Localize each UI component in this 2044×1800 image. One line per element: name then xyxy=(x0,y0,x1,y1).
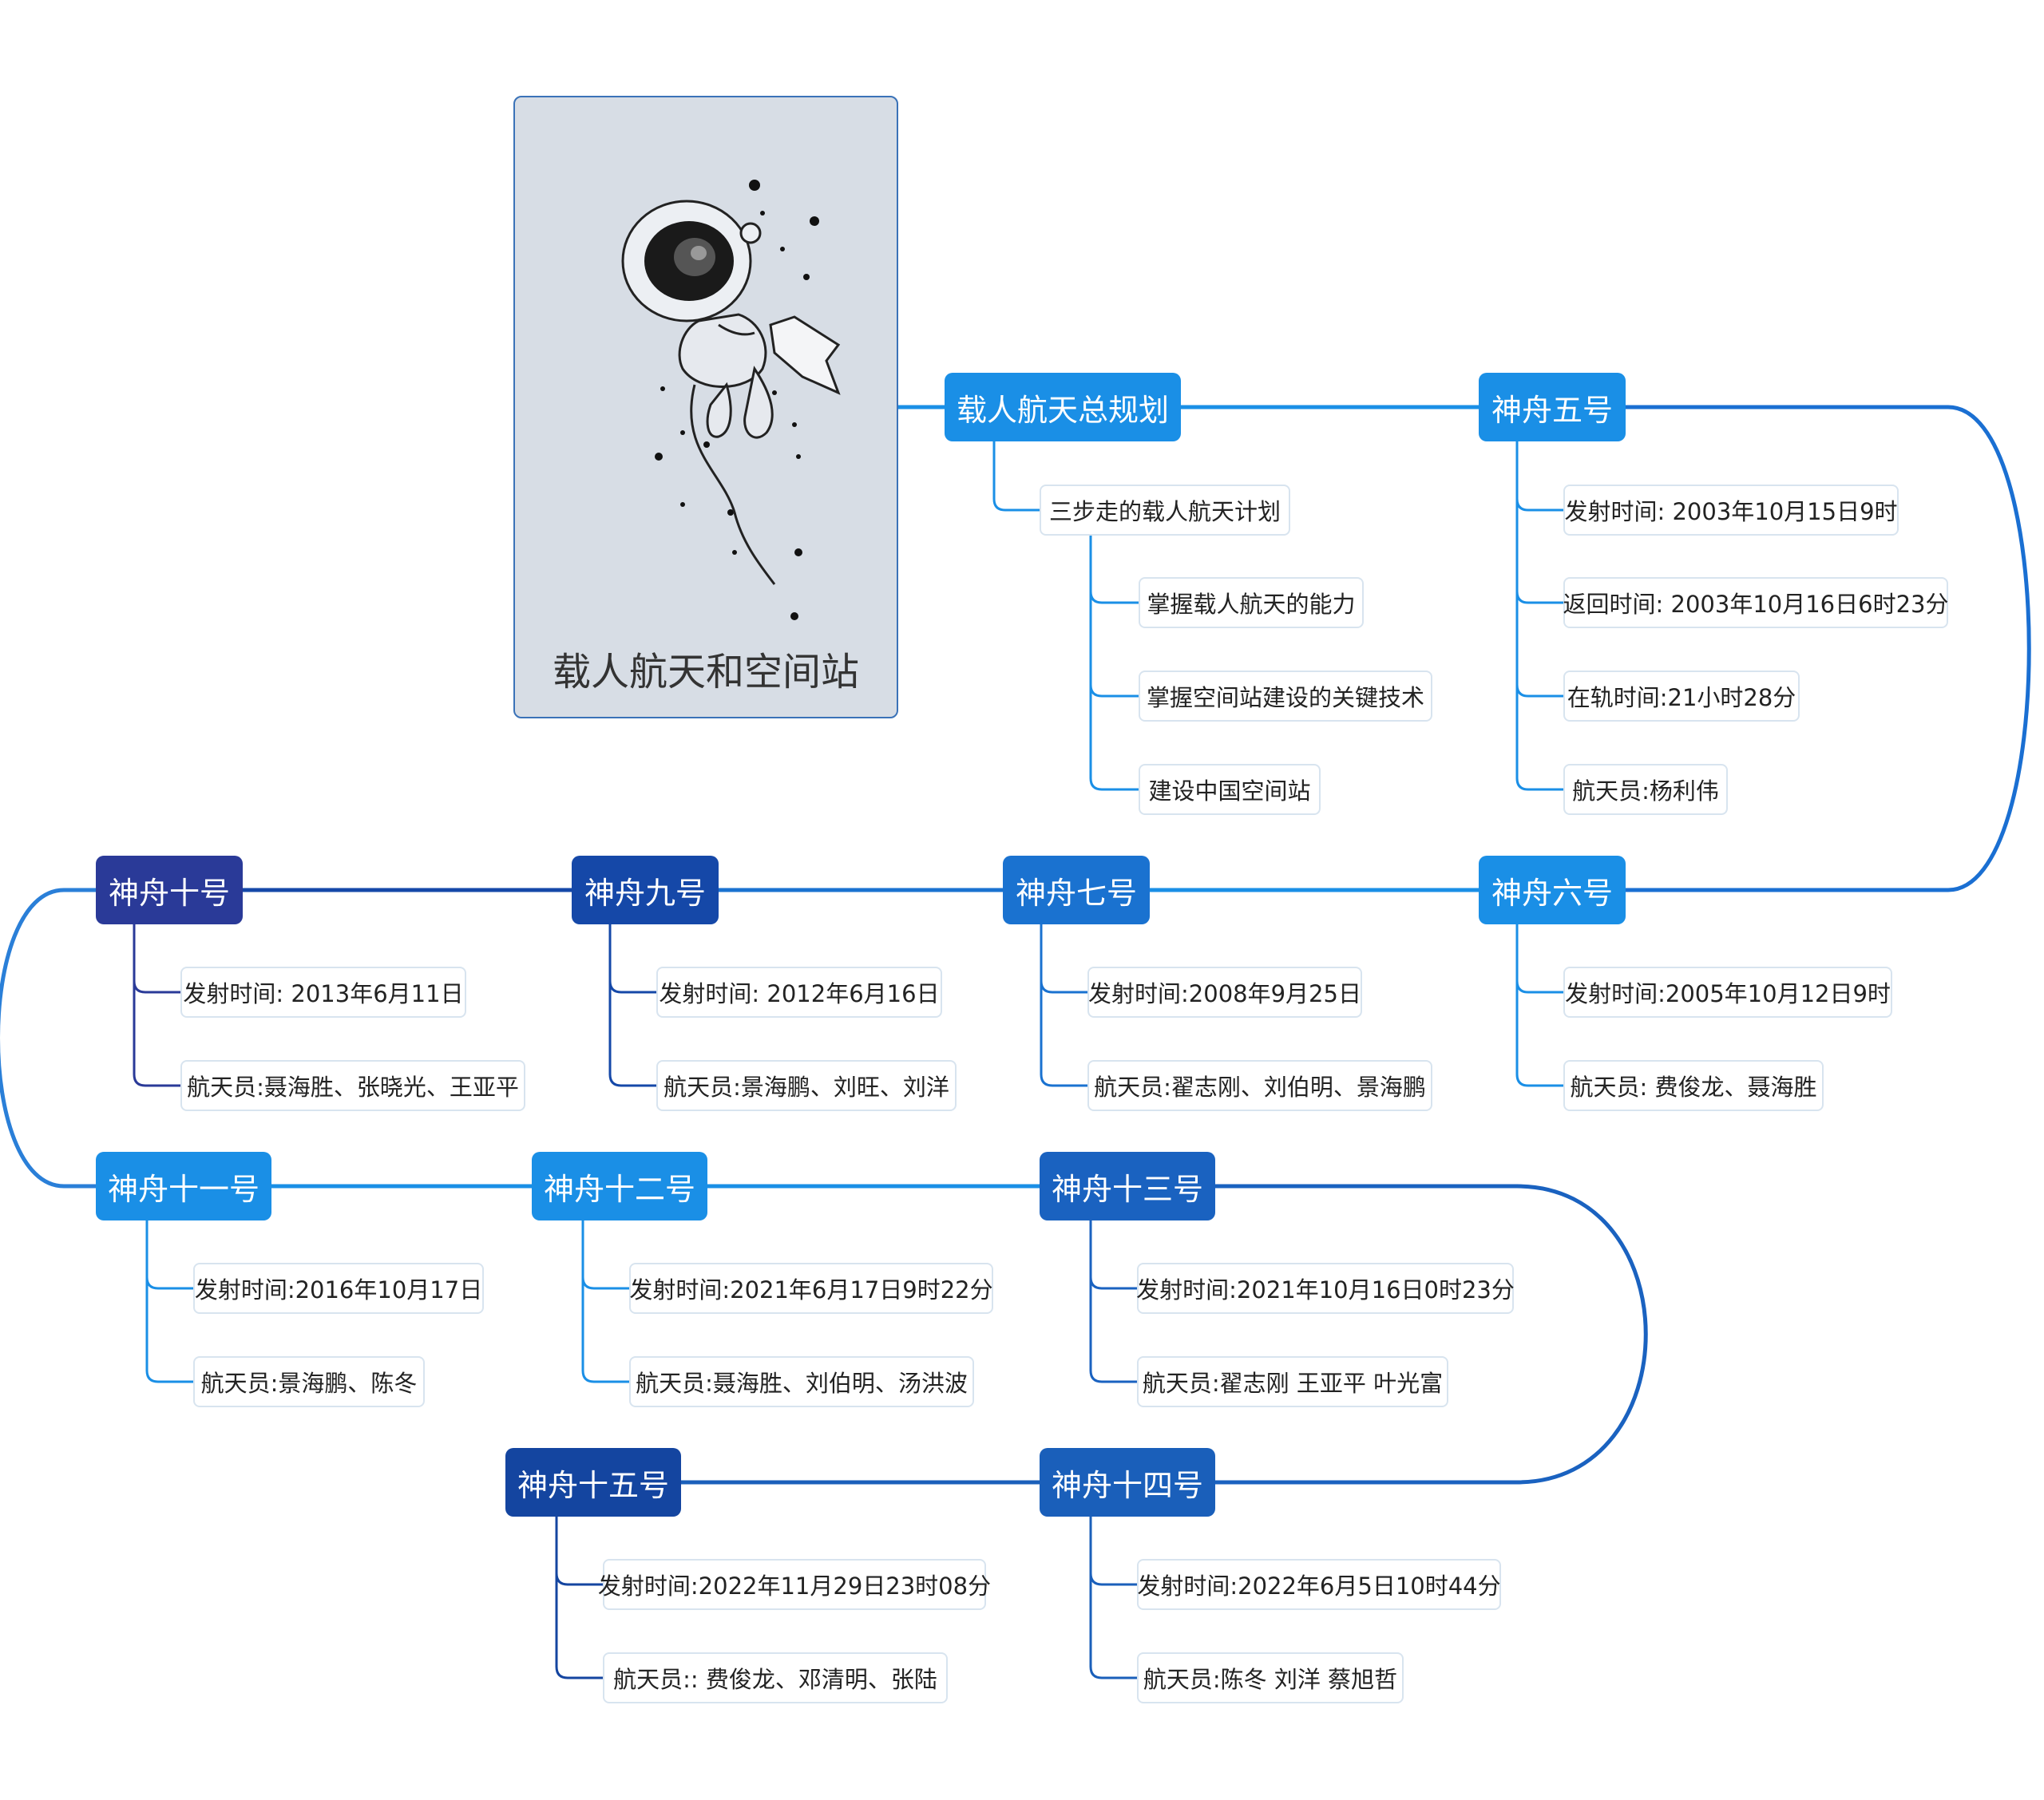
sz5-astronaut[interactable]: 航天员:杨利伟 xyxy=(1563,764,1728,815)
topic-shenzhou-9[interactable]: 神舟九号 xyxy=(572,856,719,924)
sz15-trunk xyxy=(555,1517,603,1679)
sz13-launch[interactable]: 发射时间:2021年10月16日0时23分 xyxy=(1136,1263,1515,1314)
topic-shenzhou-12[interactable]: 神舟十二号 xyxy=(532,1152,707,1220)
sz11-branch-0 xyxy=(145,1276,193,1290)
sz5-orbit-time[interactable]: 在轨时间:21小时28分 xyxy=(1563,671,1800,722)
central-title: 载人航天和空间站 xyxy=(552,650,859,694)
astronaut-illustration xyxy=(621,180,841,620)
connector-sz13-sz14 xyxy=(1215,1184,1648,1485)
sz11-trunk xyxy=(145,1220,193,1383)
sz12-branch-0 xyxy=(581,1276,629,1290)
topic-shenzhou-14[interactable]: 神舟十四号 xyxy=(1040,1448,1215,1517)
sz14-branch-0 xyxy=(1089,1573,1137,1586)
topic-shenzhou-7[interactable]: 神舟七号 xyxy=(1003,856,1150,924)
sz5-branch-2 xyxy=(1515,684,1563,698)
sz5-branch-0 xyxy=(1515,498,1563,512)
plan-item[interactable]: 掌握载人航天的能力 xyxy=(1139,577,1364,628)
sz6-launch[interactable]: 发射时间:2005年10月12日9时 xyxy=(1563,967,1892,1018)
plan-items-trunk xyxy=(1089,510,1139,791)
connector-sz10-sz11 xyxy=(0,888,96,1189)
sz12-trunk xyxy=(581,1220,629,1383)
topic-shenzhou-15[interactable]: 神舟十五号 xyxy=(505,1448,681,1517)
sz6-branch-0 xyxy=(1515,980,1563,994)
topic-shenzhou-6[interactable]: 神舟六号 xyxy=(1479,856,1626,924)
sz14-trunk xyxy=(1089,1517,1137,1679)
sz5-trunk xyxy=(1515,441,1563,791)
sz13-branch-0 xyxy=(1089,1276,1137,1290)
sz13-astronaut[interactable]: 航天员:翟志刚 王亚平 叶光富 xyxy=(1137,1356,1448,1407)
sz6-trunk xyxy=(1515,924,1563,1087)
sz15-astronaut[interactable]: 航天员:: 费俊龙、邓清明、张陆 xyxy=(603,1652,948,1703)
sz11-astronaut[interactable]: 航天员:景海鹏、陈冬 xyxy=(193,1356,425,1407)
plan-item[interactable]: 建设中国空间站 xyxy=(1139,764,1321,815)
sz5-launch[interactable]: 发射时间: 2003年10月15日9时 xyxy=(1563,485,1899,536)
sz14-astronaut[interactable]: 航天员:陈冬 刘洋 蔡旭哲 xyxy=(1137,1652,1404,1703)
sz15-launch[interactable]: 发射时间:2022年11月29日23时08分 xyxy=(598,1559,991,1610)
plan-items-branch-0 xyxy=(1089,591,1139,604)
sz9-astronaut[interactable]: 航天员:景海鹏、刘旺、刘洋 xyxy=(656,1060,957,1111)
topic-shenzhou-5[interactable]: 神舟五号 xyxy=(1479,373,1626,441)
topic-shenzhou-11[interactable]: 神舟十一号 xyxy=(96,1152,271,1220)
sz9-launch[interactable]: 发射时间: 2012年6月16日 xyxy=(656,967,942,1018)
sz5-branch-1 xyxy=(1515,591,1563,604)
sz11-launch[interactable]: 发射时间:2016年10月17日 xyxy=(193,1263,484,1314)
sz5-return[interactable]: 返回时间: 2003年10月16日6时23分 xyxy=(1563,577,1948,628)
sz7-trunk xyxy=(1040,924,1087,1087)
connector-sz5-sz6 xyxy=(1626,405,2031,892)
sz13-trunk xyxy=(1089,1220,1137,1383)
sz12-launch[interactable]: 发射时间:2021年6月17日9时22分 xyxy=(629,1263,993,1314)
sz9-branch-0 xyxy=(608,980,656,994)
topic-shenzhou-10[interactable]: 神舟十号 xyxy=(96,856,243,924)
sz9-trunk xyxy=(608,924,656,1087)
sz14-launch[interactable]: 发射时间:2022年6月5日10时44分 xyxy=(1137,1559,1501,1610)
topic-plan[interactable]: 载人航天总规划 xyxy=(945,373,1181,441)
topic-shenzhou-13[interactable]: 神舟十三号 xyxy=(1040,1152,1215,1220)
sz10-astronaut[interactable]: 航天员:聂海胜、张晓光、王亚平 xyxy=(180,1060,525,1111)
plan-items-branch-1 xyxy=(1089,684,1139,698)
sz12-astronaut[interactable]: 航天员:聂海胜、刘伯明、汤洪波 xyxy=(629,1356,974,1407)
sz6-astronaut[interactable]: 航天员: 费俊龙、聂海胜 xyxy=(1563,1060,1824,1111)
sz15-branch-0 xyxy=(555,1573,603,1586)
sz10-branch-0 xyxy=(133,980,180,994)
sz7-launch[interactable]: 发射时间:2008年9月25日 xyxy=(1087,967,1362,1018)
plan-item[interactable]: 掌握空间站建设的关键技术 xyxy=(1139,671,1432,722)
sz7-branch-0 xyxy=(1040,980,1087,994)
sz7-astronaut[interactable]: 航天员:翟志刚、刘伯明、景海鹏 xyxy=(1087,1060,1432,1111)
plan-subtopic[interactable]: 三步走的载人航天计划 xyxy=(1040,485,1290,536)
sz10-trunk xyxy=(133,924,180,1087)
plan-sub-trunk xyxy=(992,441,1040,512)
central-topic[interactable]: 载人航天和空间站 xyxy=(513,96,898,718)
sz10-launch[interactable]: 发射时间: 2013年6月11日 xyxy=(180,967,466,1018)
